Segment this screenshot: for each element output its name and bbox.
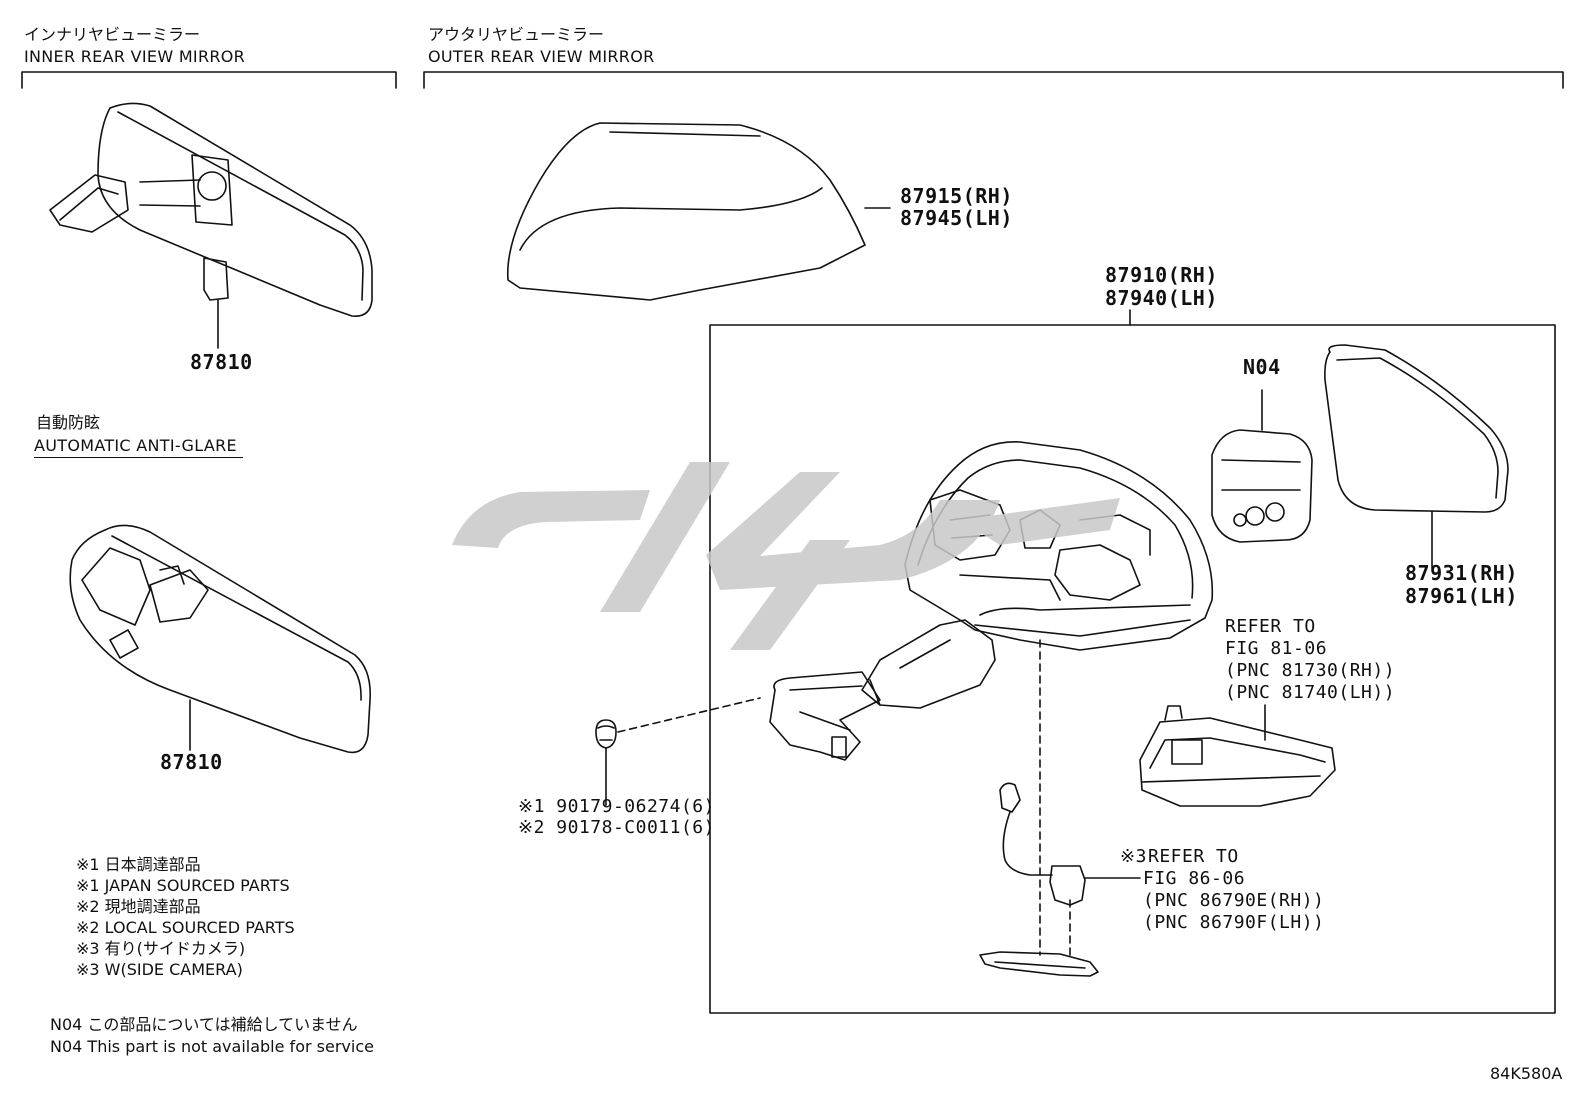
part-number-assy-rh[interactable]: 87910(RH) — [1105, 263, 1218, 287]
part-number-clip-1[interactable]: ※1 90179-06274(6) — [518, 796, 715, 817]
legend-line-2: ※1 JAPAN SOURCED PARTS — [76, 876, 290, 895]
mirror-cover-drawing — [506, 122, 891, 301]
legend-line-3: ※2 現地調達部品 — [76, 897, 201, 916]
camera-ref-line-2[interactable]: FIG 86-06 — [1143, 868, 1246, 889]
legend-line-5: ※3 有り(サイドカメラ) — [76, 939, 246, 958]
auto-mirror-drawing — [69, 524, 372, 754]
clip-drawing — [595, 719, 617, 806]
auto-section-title-en: AUTOMATIC ANTI-GLARE — [34, 438, 243, 458]
part-number-glass-rh[interactable]: 87931(RH) — [1405, 561, 1518, 585]
inner-section-title-jp: インナリヤビューミラー — [24, 25, 201, 44]
part-number-inner-mirror[interactable]: 87810 — [190, 350, 253, 374]
camera-ref-line-4: (PNC 86790F(LH)) — [1143, 912, 1325, 933]
turn-lamp-ref-line-1: REFER TO — [1225, 616, 1316, 637]
part-number-clip-2[interactable]: ※2 90178-C0011(6) — [518, 817, 715, 838]
legend-line-4: ※2 LOCAL SOURCED PARTS — [76, 918, 295, 937]
turn-lamp-ref-line-4: (PNC 81740(LH)) — [1225, 682, 1396, 703]
part-number-auto-mirror[interactable]: 87810 — [160, 750, 223, 774]
turn-lamp-ref-line-3: (PNC 81730(RH)) — [1225, 660, 1396, 681]
camera-ref-prefix: ※3 — [1120, 846, 1147, 867]
mirror-glass-drawing — [1324, 344, 1509, 569]
camera-ref-line-1: REFER TO — [1148, 846, 1239, 867]
outer-section-title-en: OUTER REAR VIEW MIRROR — [428, 47, 655, 66]
note-n04-jp: N04 この部品については補給していません — [50, 1015, 358, 1034]
inner-section-bracket — [21, 71, 397, 89]
actuator-drawing — [1211, 389, 1313, 543]
auto-section-title-jp: 自動防眩 — [36, 413, 101, 432]
note-n04-en: N04 This part is not available for servi… — [50, 1037, 374, 1056]
camera-ref-line-3: (PNC 86790E(RH)) — [1143, 890, 1325, 911]
part-number-glass-lh[interactable]: 87961(LH) — [1405, 584, 1518, 608]
legend-line-6: ※3 W(SIDE CAMERA) — [76, 960, 243, 979]
inner-section-title-en: INNER REAR VIEW MIRROR — [24, 47, 246, 66]
part-number-n04[interactable]: N04 — [1243, 355, 1281, 379]
outer-section-bracket — [423, 71, 1564, 89]
legend-line-1: ※1 日本調達部品 — [76, 855, 201, 874]
assembly-box — [709, 324, 1556, 1014]
outer-section-title-jp: アウタリヤビューミラー — [428, 25, 605, 44]
part-number-assy-lh[interactable]: 87940(LH) — [1105, 286, 1218, 310]
camera-drawing — [979, 782, 1141, 977]
diagram-code: 84K580A — [1490, 1064, 1563, 1083]
turn-lamp-drawing — [1139, 704, 1336, 807]
turn-lamp-ref-line-2[interactable]: FIG 81-06 — [1225, 638, 1328, 659]
dashed-leaders — [617, 639, 1071, 956]
inner-mirror-drawing — [49, 102, 373, 349]
part-number-cover-lh[interactable]: 87945(LH) — [900, 206, 1013, 230]
part-number-cover-rh[interactable]: 87915(RH) — [900, 184, 1013, 208]
